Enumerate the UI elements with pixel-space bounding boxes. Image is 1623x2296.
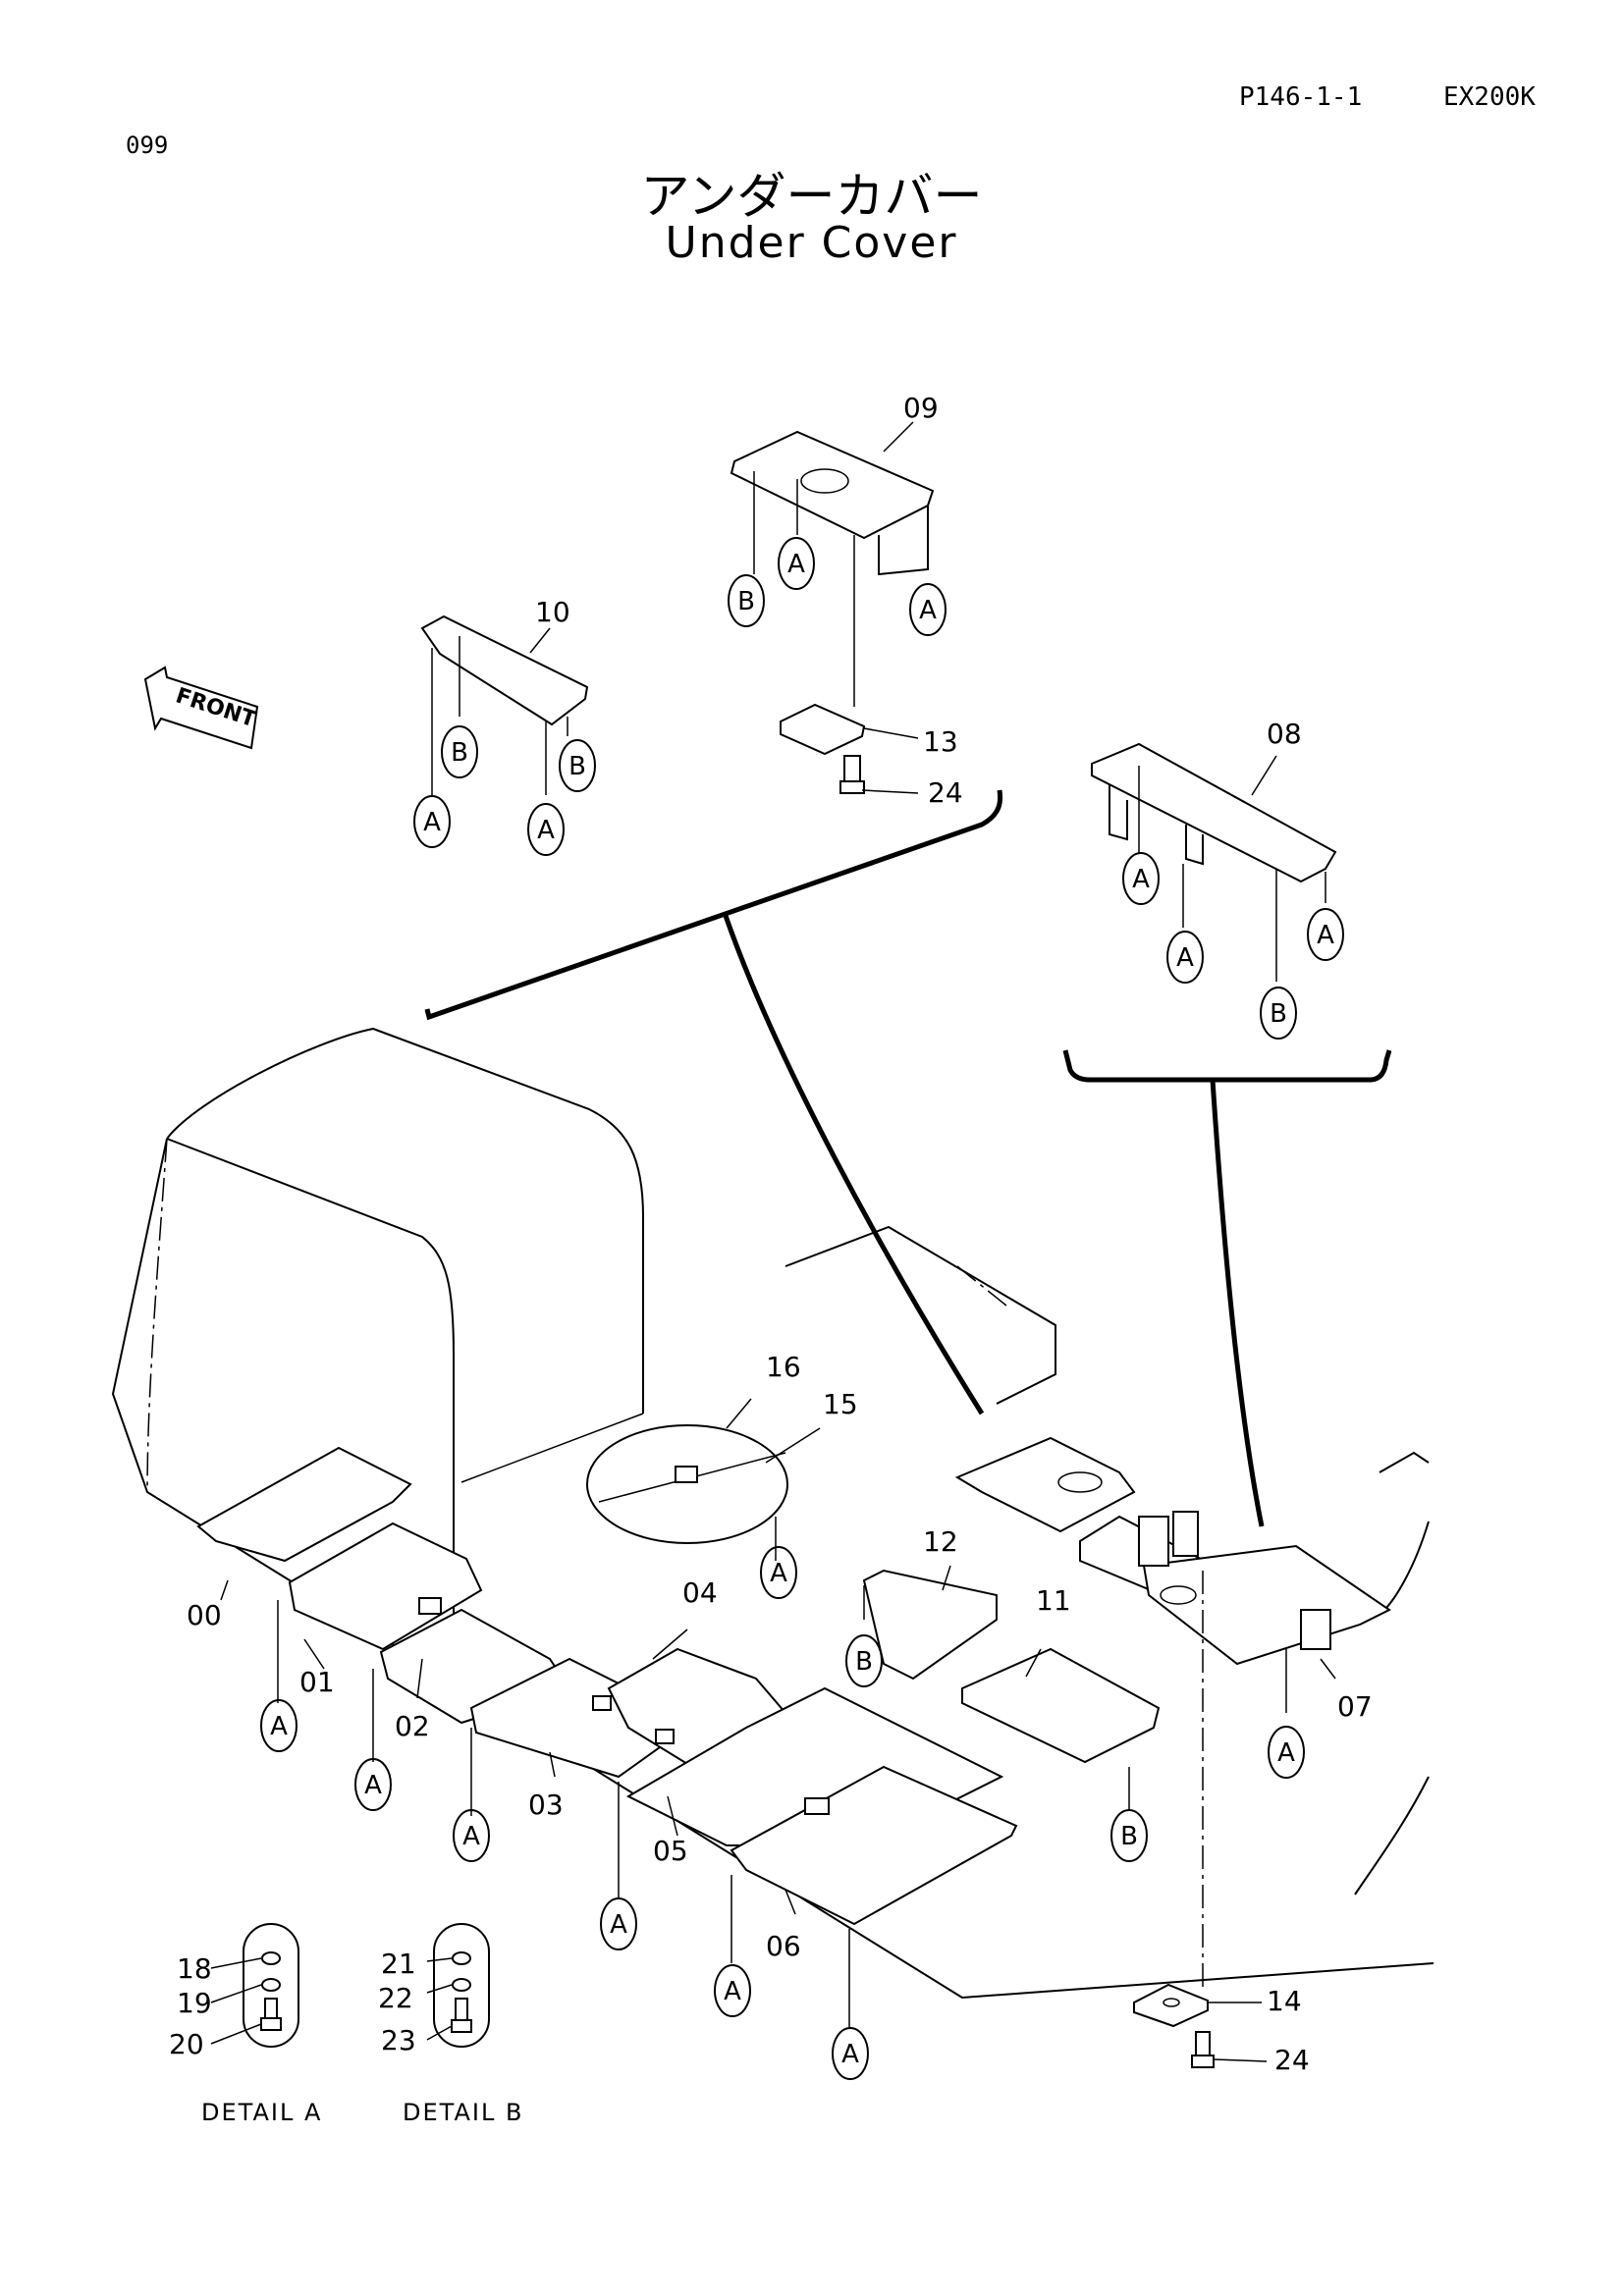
svg-text:A: A [537, 816, 555, 845]
part-label-15: 15 [823, 1388, 858, 1420]
ref-circle-a: A [354, 1758, 392, 1811]
part-label-20: 20 [169, 2028, 204, 2060]
part-label-24: 24 [928, 776, 963, 809]
ref-circle-a: A [760, 1546, 797, 1599]
svg-text:A: A [919, 596, 937, 625]
part-08-bracket [1091, 742, 1337, 982]
part-09-bracket [730, 421, 935, 707]
part-labels: 09 10 13 24 08 16 15 12 11 04 00 01 02 0… [169, 392, 1373, 2076]
floor-plates [196, 1436, 1391, 1926]
part-label-14: 14 [1267, 1985, 1302, 2017]
svg-text:A: A [1317, 921, 1334, 950]
svg-text:B: B [451, 738, 468, 768]
svg-text:A: A [462, 1822, 480, 1851]
svg-text:B: B [737, 587, 755, 616]
svg-text:A: A [423, 808, 441, 837]
part-label-08: 08 [1267, 718, 1302, 750]
part-label-01: 01 [299, 1666, 335, 1698]
part-label-06: 06 [766, 1930, 801, 1962]
ref-circle-a: A [260, 1699, 298, 1752]
svg-text:A: A [1176, 943, 1194, 973]
svg-text:A: A [770, 1559, 787, 1588]
part-label-23: 23 [381, 2024, 416, 2056]
ref-circle-a: A [909, 583, 947, 636]
part-14-plate [1133, 1571, 1268, 2068]
svg-text:A: A [787, 550, 805, 579]
part-label-04: 04 [682, 1576, 718, 1609]
page-number: 099 [126, 132, 169, 159]
part-label-02: 02 [395, 1710, 430, 1742]
detail-b-capsule [426, 1923, 490, 2048]
svg-text:B: B [855, 1647, 873, 1677]
part-label-09: 09 [903, 392, 939, 424]
ref-circle-b: B [1110, 1809, 1148, 1862]
front-label: FRONT [173, 683, 259, 732]
part-label-12: 12 [923, 1525, 958, 1558]
part-label-21: 21 [381, 1948, 416, 1980]
ref-circle-b: B [441, 725, 478, 778]
detail-a-caption: DETAIL A [201, 2099, 322, 2126]
title-japanese: アンダーカバー [640, 168, 983, 225]
ref-circle-a: A [778, 537, 815, 590]
part-label-11: 11 [1036, 1584, 1071, 1617]
detail-b-caption: DETAIL B [403, 2099, 523, 2126]
part-label-18: 18 [177, 1952, 212, 1985]
svg-text:A: A [724, 1977, 741, 2006]
machine-body-outline [111, 1027, 1434, 2000]
svg-text:A: A [610, 1910, 627, 1940]
part-label-00: 00 [187, 1599, 222, 1631]
ref-circle-a: A [413, 795, 451, 848]
reference-leaders [220, 1565, 1336, 2027]
svg-text:A: A [364, 1771, 382, 1800]
part-15-16-cover [586, 1398, 821, 1561]
svg-text:A: A [841, 2040, 859, 2069]
part-label-07: 07 [1337, 1690, 1373, 1723]
part-label-22: 22 [378, 1982, 413, 2014]
svg-text:B: B [1270, 999, 1287, 1029]
ref-circle-a: A [1268, 1726, 1305, 1779]
svg-text:A: A [1277, 1738, 1295, 1768]
part-label-16: 16 [766, 1351, 801, 1383]
title-english: Under Cover [665, 218, 958, 268]
ref-circle-a: A [1122, 852, 1160, 905]
ref-circle-a: A [453, 1809, 490, 1862]
part-label-24b: 24 [1274, 2044, 1310, 2076]
part-label-13: 13 [923, 725, 958, 758]
part-10-bracket [420, 614, 589, 795]
front-arrow: FRONT [143, 666, 259, 750]
ref-circle-a: A [714, 1964, 751, 2017]
ref-circle-a: A [1166, 931, 1204, 984]
ref-circle-b: B [559, 739, 596, 792]
ref-circle-a: A [527, 803, 565, 856]
callout-brackets [424, 789, 1392, 1527]
ref-circle-b: B [1260, 987, 1297, 1040]
ref-circle-a: A [1307, 908, 1344, 961]
ref-circle-a: A [832, 2027, 869, 2080]
svg-text:B: B [1120, 1822, 1138, 1851]
part-13-plate [780, 703, 919, 794]
svg-text:A: A [270, 1712, 288, 1741]
part-label-19: 19 [177, 1987, 212, 2019]
ref-circle-b: B [728, 574, 765, 627]
detail-a-capsule [210, 1923, 299, 2048]
ref-circle-a: A [600, 1897, 637, 1950]
page-code: P146-1-1 [1239, 82, 1363, 112]
ref-circle-b: B [845, 1634, 883, 1687]
part-label-03: 03 [528, 1789, 564, 1821]
model-name: EX200K [1443, 82, 1536, 112]
ref-circles: A B A B B A A A A A B A B A A A B A A A … [260, 537, 1344, 2080]
svg-text:B: B [568, 752, 586, 781]
svg-text:A: A [1132, 865, 1150, 894]
part-label-10: 10 [535, 596, 570, 628]
part-label-05: 05 [653, 1835, 688, 1867]
